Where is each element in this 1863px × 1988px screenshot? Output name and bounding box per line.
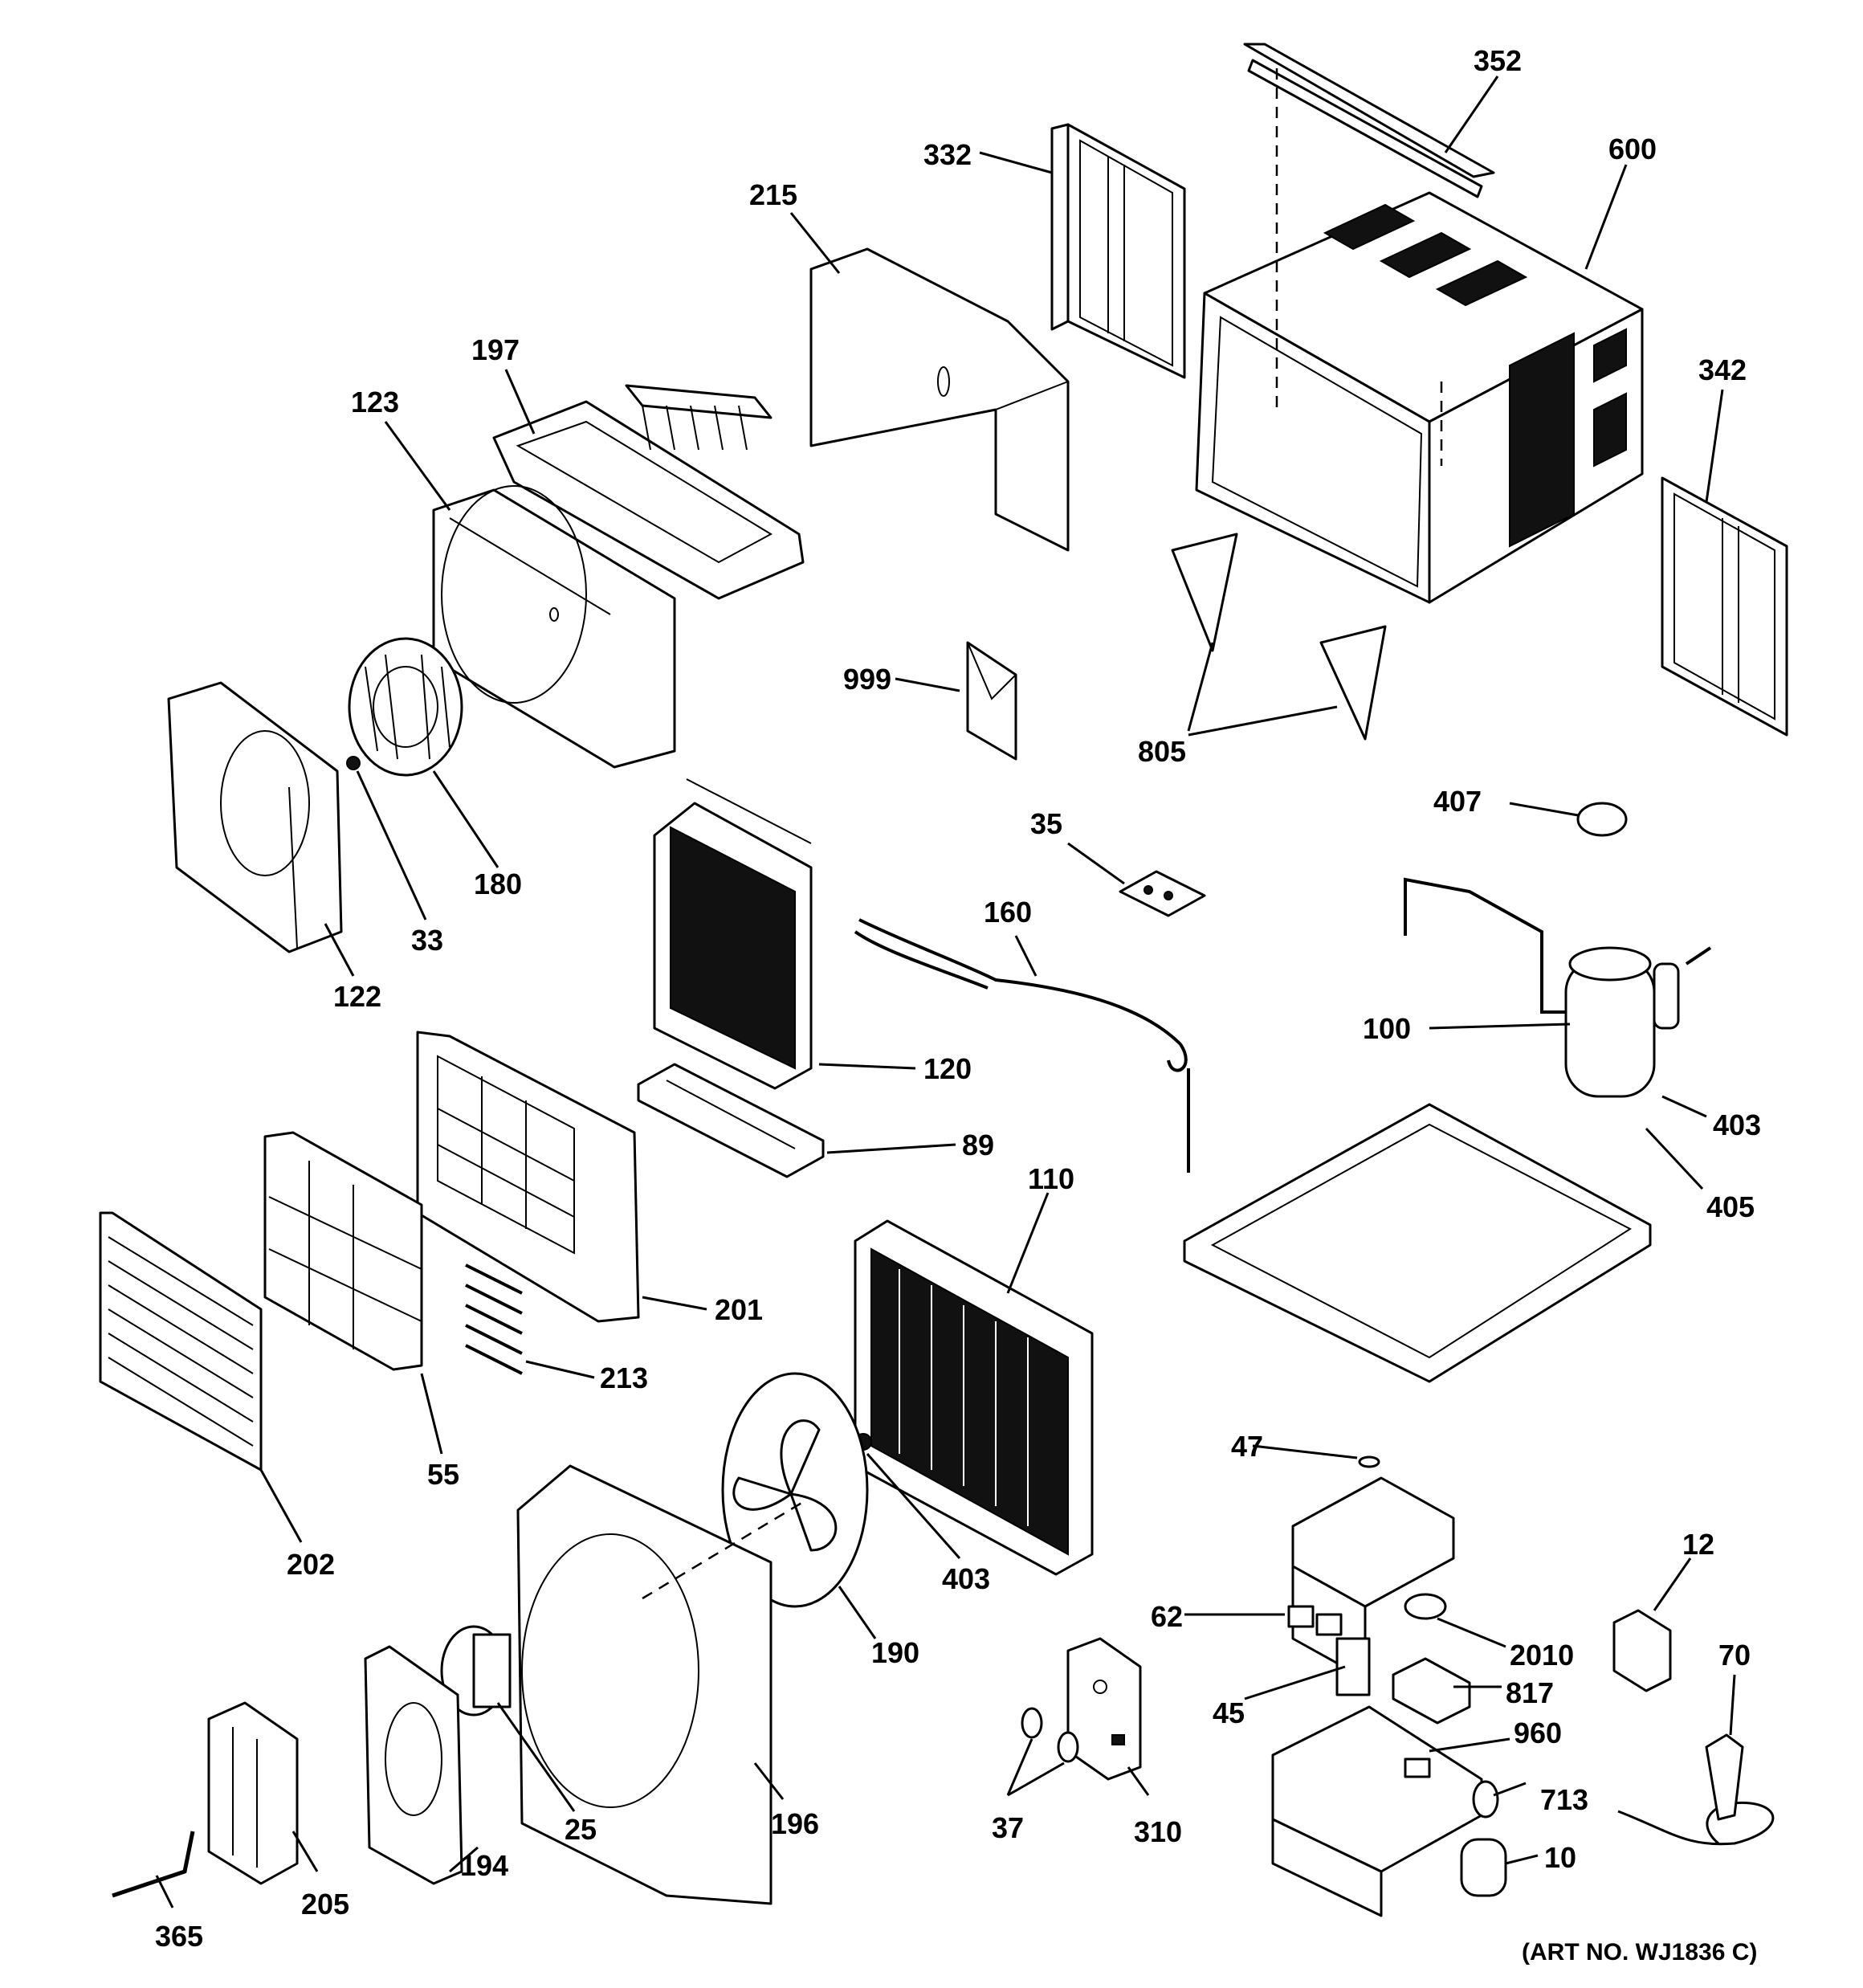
callout-55: 55 [427, 1458, 459, 1491]
part-55-filter [263, 1131, 423, 1371]
callout-202: 202 [287, 1548, 335, 1581]
part-215-partition [809, 247, 1070, 552]
callout-805: 805 [1138, 735, 1186, 768]
part-196-shroud [516, 1464, 804, 1905]
leader-lines [155, 76, 1736, 1908]
callout-365: 365 [155, 1920, 203, 1953]
part-120-evaporator [653, 778, 813, 1090]
part-lower-control-housing [1271, 1705, 1507, 1917]
part-213-louvers [465, 1263, 523, 1375]
part-123-blower-housing [432, 485, 676, 769]
part-33-nut [346, 756, 361, 770]
part-805-brackets [1171, 533, 1387, 741]
art-number: (ART NO. WJ1836 C) [1522, 1939, 1757, 1966]
callout-70: 70 [1718, 1639, 1751, 1672]
part-205-frame [207, 1701, 299, 1885]
part-342-side-panel [1661, 476, 1788, 737]
callout-342: 342 [1698, 353, 1747, 386]
part-201-front-panel [416, 1031, 640, 1323]
callout-2010: 2010 [1510, 1639, 1574, 1672]
callout-817: 817 [1506, 1676, 1554, 1709]
part-194-motor-bracket [364, 1645, 463, 1885]
part-122-blower-plate [167, 681, 343, 953]
callout-123: 123 [351, 386, 399, 418]
callout-405: 405 [1706, 1190, 1755, 1223]
part-89-drain-pan [637, 1063, 825, 1178]
callout-35: 35 [1030, 807, 1062, 840]
part-202-grille [99, 1211, 263, 1472]
part-70-power-cord [1617, 1733, 1775, 1846]
callout-713: 713 [1540, 1783, 1588, 1816]
callout-196: 196 [771, 1807, 819, 1840]
part-310-control-plate [1021, 1637, 1142, 1781]
callout-122: 122 [333, 980, 381, 1013]
callout-45: 45 [1213, 1696, 1245, 1729]
part-197-duct [492, 384, 805, 600]
callout-403-fan: 403 [942, 1562, 990, 1595]
callout-47: 47 [1231, 1430, 1263, 1463]
part-control-box [1287, 1455, 1471, 1725]
callout-89: 89 [962, 1129, 994, 1161]
part-190-fan-blade [721, 1372, 869, 1608]
callout-332: 332 [923, 138, 972, 171]
part-365-rod [112, 1831, 195, 1898]
part-25-motor [440, 1625, 512, 1717]
part-180-blower-wheel [348, 637, 463, 777]
callout-160: 160 [984, 896, 1032, 929]
part-12-relay [1612, 1609, 1672, 1692]
callout-215: 215 [749, 178, 797, 211]
callout-352: 352 [1474, 44, 1522, 77]
part-600-cabinet [1195, 68, 1644, 604]
callout-999: 999 [843, 663, 891, 696]
callout-10: 10 [1544, 1841, 1576, 1874]
callout-100: 100 [1363, 1012, 1411, 1045]
part-base-pan [1183, 1103, 1652, 1383]
callout-180: 180 [474, 867, 522, 900]
callout-25: 25 [565, 1813, 597, 1846]
callout-33: 33 [411, 924, 443, 957]
callout-62: 62 [1151, 1600, 1183, 1633]
callout-194: 194 [460, 1849, 508, 1882]
part-160-tube [854, 918, 1190, 1173]
callout-37: 37 [992, 1811, 1024, 1844]
callout-110: 110 [1028, 1162, 1074, 1195]
callout-labels: 352 600 332 215 197 123 342 999 805 180 … [155, 44, 1761, 1953]
callout-960: 960 [1514, 1717, 1562, 1749]
part-35-control-board [1119, 870, 1206, 917]
callout-600: 600 [1608, 133, 1657, 165]
part-110-condenser [854, 1219, 1094, 1576]
part-332-side-panel [1050, 123, 1186, 379]
callout-197: 197 [471, 333, 520, 366]
callout-213: 213 [600, 1361, 648, 1394]
callout-310: 310 [1134, 1815, 1182, 1848]
callout-201: 201 [715, 1293, 763, 1326]
part-407-terminal-cover [1576, 802, 1628, 837]
callout-205: 205 [301, 1888, 349, 1921]
callout-403-compressor: 403 [1713, 1108, 1761, 1141]
callout-12: 12 [1682, 1528, 1714, 1561]
part-999-manual [966, 641, 1017, 761]
part-352-top-rail [1243, 43, 1495, 198]
part-100-compressor [1404, 877, 1712, 1098]
callout-190: 190 [871, 1636, 919, 1669]
callout-407: 407 [1433, 785, 1482, 818]
callout-120: 120 [923, 1052, 972, 1085]
